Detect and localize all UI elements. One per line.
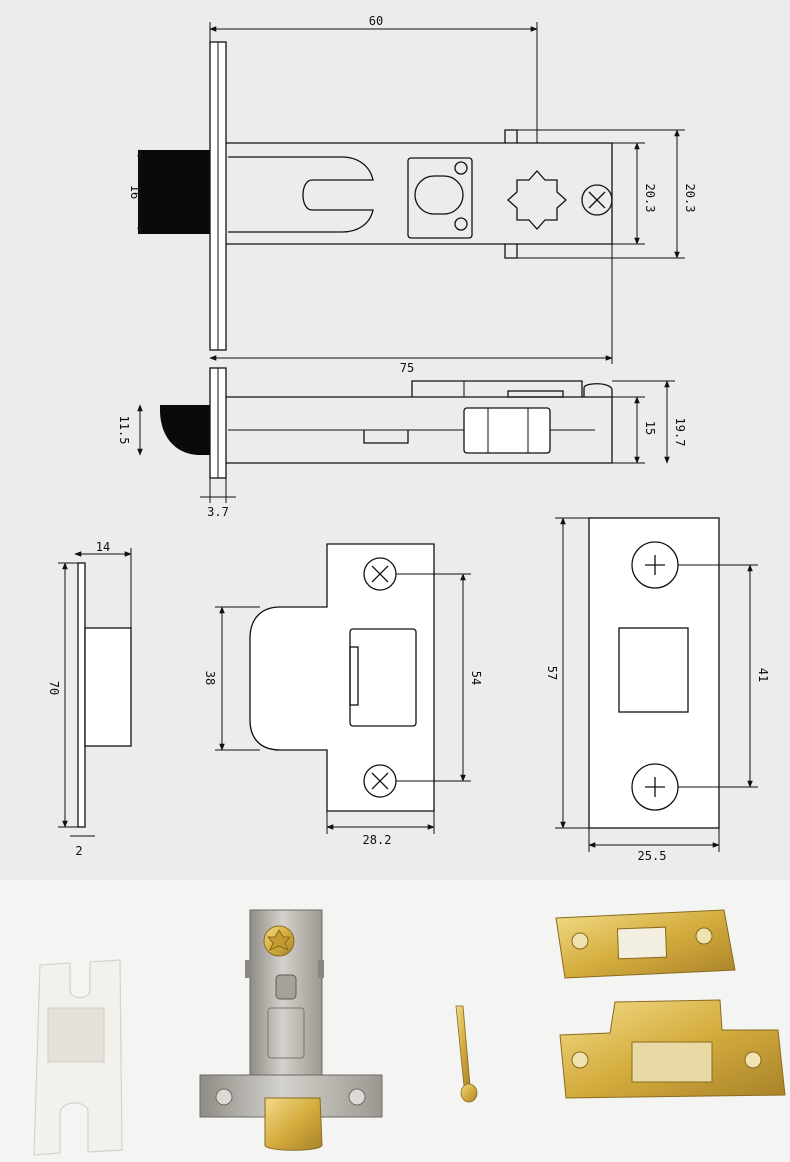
side-top-rib xyxy=(411,380,583,397)
dim-side-height-b: 19.7 xyxy=(673,418,687,447)
dim-strike-side-width: 14 xyxy=(96,540,110,554)
dim-plate-screw-spacing: 41 xyxy=(756,668,770,682)
top-hole-lower xyxy=(454,217,468,231)
top-screw-cross xyxy=(588,191,606,209)
dim-top-length: 75 xyxy=(400,361,414,375)
strike-side-box xyxy=(84,627,132,747)
top-view: 60 75 16 20.3 20.3 xyxy=(128,14,697,375)
side-clip xyxy=(583,383,613,397)
keeper-screw-upper-cross xyxy=(645,555,665,575)
dim-top-height-a: 20.3 xyxy=(643,184,657,213)
side-follower xyxy=(463,407,551,454)
keeper-plate-photo xyxy=(555,909,736,979)
side-view: 11.5 15 19.7 3.7 xyxy=(117,367,687,519)
dim-plate-height: 57 xyxy=(545,666,559,680)
top-hole-upper xyxy=(454,161,468,175)
dim-strike-width: 28.2 xyxy=(363,833,392,847)
top-spindle-star xyxy=(507,170,567,230)
keeper-window xyxy=(618,627,689,713)
dim-strike-lip-height: 38 xyxy=(203,671,217,685)
strike-front-view: 38 54 28.2 xyxy=(203,543,483,847)
dim-strike-side-height: 70 xyxy=(47,681,61,695)
top-screw-head xyxy=(581,184,613,216)
dim-strike-screw-spacing: 54 xyxy=(469,671,483,685)
product-photos xyxy=(0,880,790,1162)
side-case-body xyxy=(226,396,613,464)
side-notch xyxy=(363,430,409,444)
top-bolt-tail xyxy=(228,156,374,233)
dim-side-height-a: 15 xyxy=(643,421,657,435)
side-latch-bolt xyxy=(160,405,210,455)
dim-top-width: 60 xyxy=(369,14,383,28)
top-tab-lower xyxy=(504,244,518,259)
latch-body-photo xyxy=(199,909,383,1151)
strike-plate-photo xyxy=(559,999,786,1099)
side-rib-block xyxy=(507,390,564,398)
dim-side-latch: 11.5 xyxy=(117,416,131,445)
dim-top-height-b: 20.3 xyxy=(683,184,697,213)
dim-strike-side-thickness: 2 xyxy=(75,844,82,858)
keeper-plate-view: 57 41 25.5 xyxy=(545,517,770,863)
dim-top-latch-height: 16 xyxy=(128,185,142,199)
top-follower-slot xyxy=(414,175,464,215)
strike-side-plate xyxy=(77,562,86,828)
spindle-photo xyxy=(455,1005,478,1103)
top-tab-upper xyxy=(504,129,518,143)
top-latch-bolt xyxy=(138,150,210,234)
strike-screw-lower-cross xyxy=(371,772,389,790)
top-follower-plate xyxy=(407,157,473,239)
strike-side-view: 14 70 2 xyxy=(47,540,132,858)
strike-screw-upper-cross xyxy=(371,565,389,583)
keeper-plate-outline xyxy=(588,517,720,829)
dim-plate-width: 25.5 xyxy=(638,849,667,863)
strike-plate-outline xyxy=(249,543,435,812)
plastic-dust-box xyxy=(33,959,123,1156)
keeper-screw-lower-cross xyxy=(645,777,665,797)
dim-faceplate-thickness: 3.7 xyxy=(207,505,229,519)
top-case-body xyxy=(226,142,613,245)
strike-window-lip xyxy=(349,646,359,706)
